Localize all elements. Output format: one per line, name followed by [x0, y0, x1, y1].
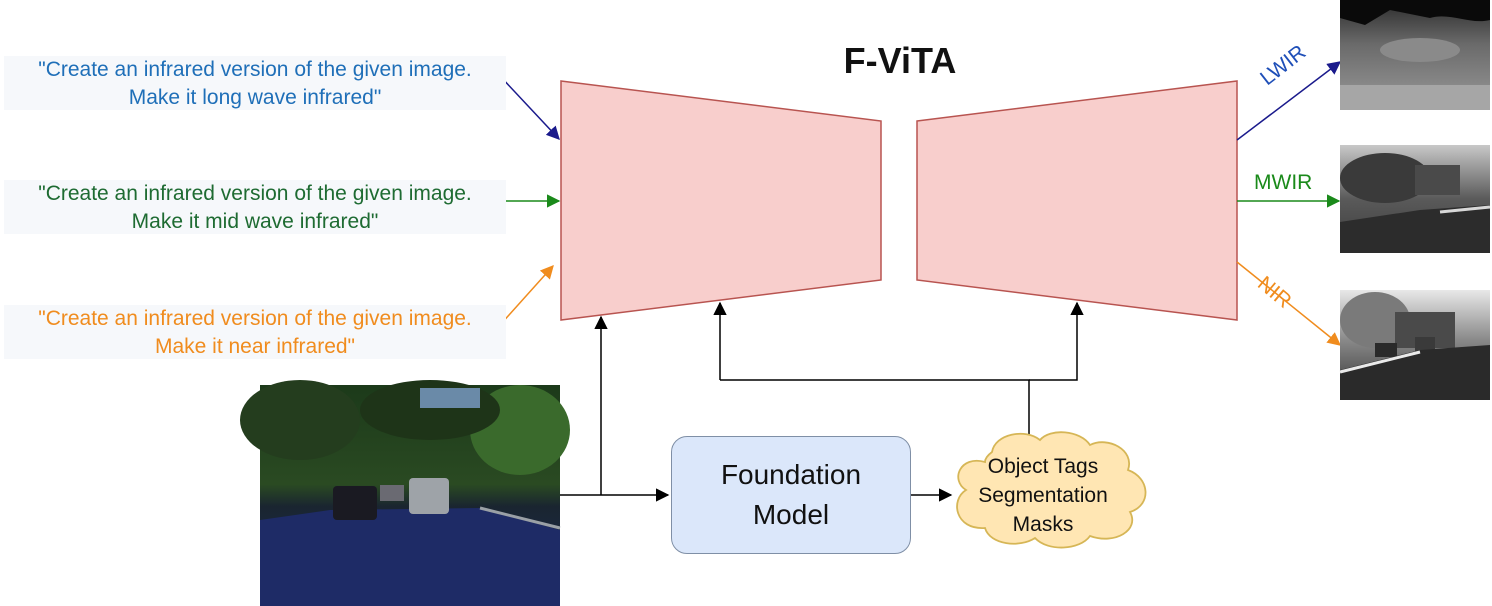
prompt-mwir: "Create an infrared version of the given…	[4, 180, 506, 234]
diagram-title: F-ViTA	[843, 40, 957, 81]
encoder-block	[560, 80, 882, 321]
prompt-nir-line2: Make it near infrared"	[154, 335, 356, 358]
prompt-nir: "Create an infrared version of the given…	[4, 305, 506, 359]
lwir-prompt-arrow	[499, 75, 560, 140]
nir-prompt-arrow	[499, 264, 554, 326]
prompt-lwir: "Create an infrared version of the given…	[4, 56, 506, 110]
tags-cloud-label: Object Tags Segmentation Masks	[958, 452, 1128, 539]
foundation-model-line2: Model	[752, 499, 830, 530]
cloud-to-decoder-arrow	[1029, 301, 1084, 381]
nir-output-image	[1339, 290, 1490, 400]
rgb-input-image	[240, 380, 570, 606]
nir-output-arrow	[1236, 261, 1342, 346]
cloud-line2: Segmentation	[978, 484, 1108, 507]
tags-cloud	[956, 431, 1147, 549]
decoder-block	[916, 80, 1238, 321]
cloud-line3: Masks	[1012, 513, 1074, 536]
cloud-line1: Object Tags	[987, 455, 1099, 478]
mwir-label: MWIR	[1254, 171, 1313, 194]
foundation-model-line1: Foundation	[720, 459, 862, 490]
lwir-output-image	[1340, 0, 1490, 110]
prompt-lwir-line2: Make it long wave infrared"	[128, 86, 382, 109]
lwir-output-arrow	[1236, 61, 1342, 141]
prompt-lwir-line1: "Create an infrared version of the given…	[38, 58, 472, 81]
prompt-mwir-line1: "Create an infrared version of the given…	[38, 182, 472, 205]
prompt-nir-line1: "Create an infrared version of the given…	[38, 307, 472, 330]
foundation-model-box: Foundation Model	[671, 436, 911, 554]
cloud-connector	[720, 379, 1030, 436]
prompt-mwir-line2: Make it mid wave infrared"	[131, 210, 379, 233]
mwir-output-image	[1340, 145, 1491, 253]
